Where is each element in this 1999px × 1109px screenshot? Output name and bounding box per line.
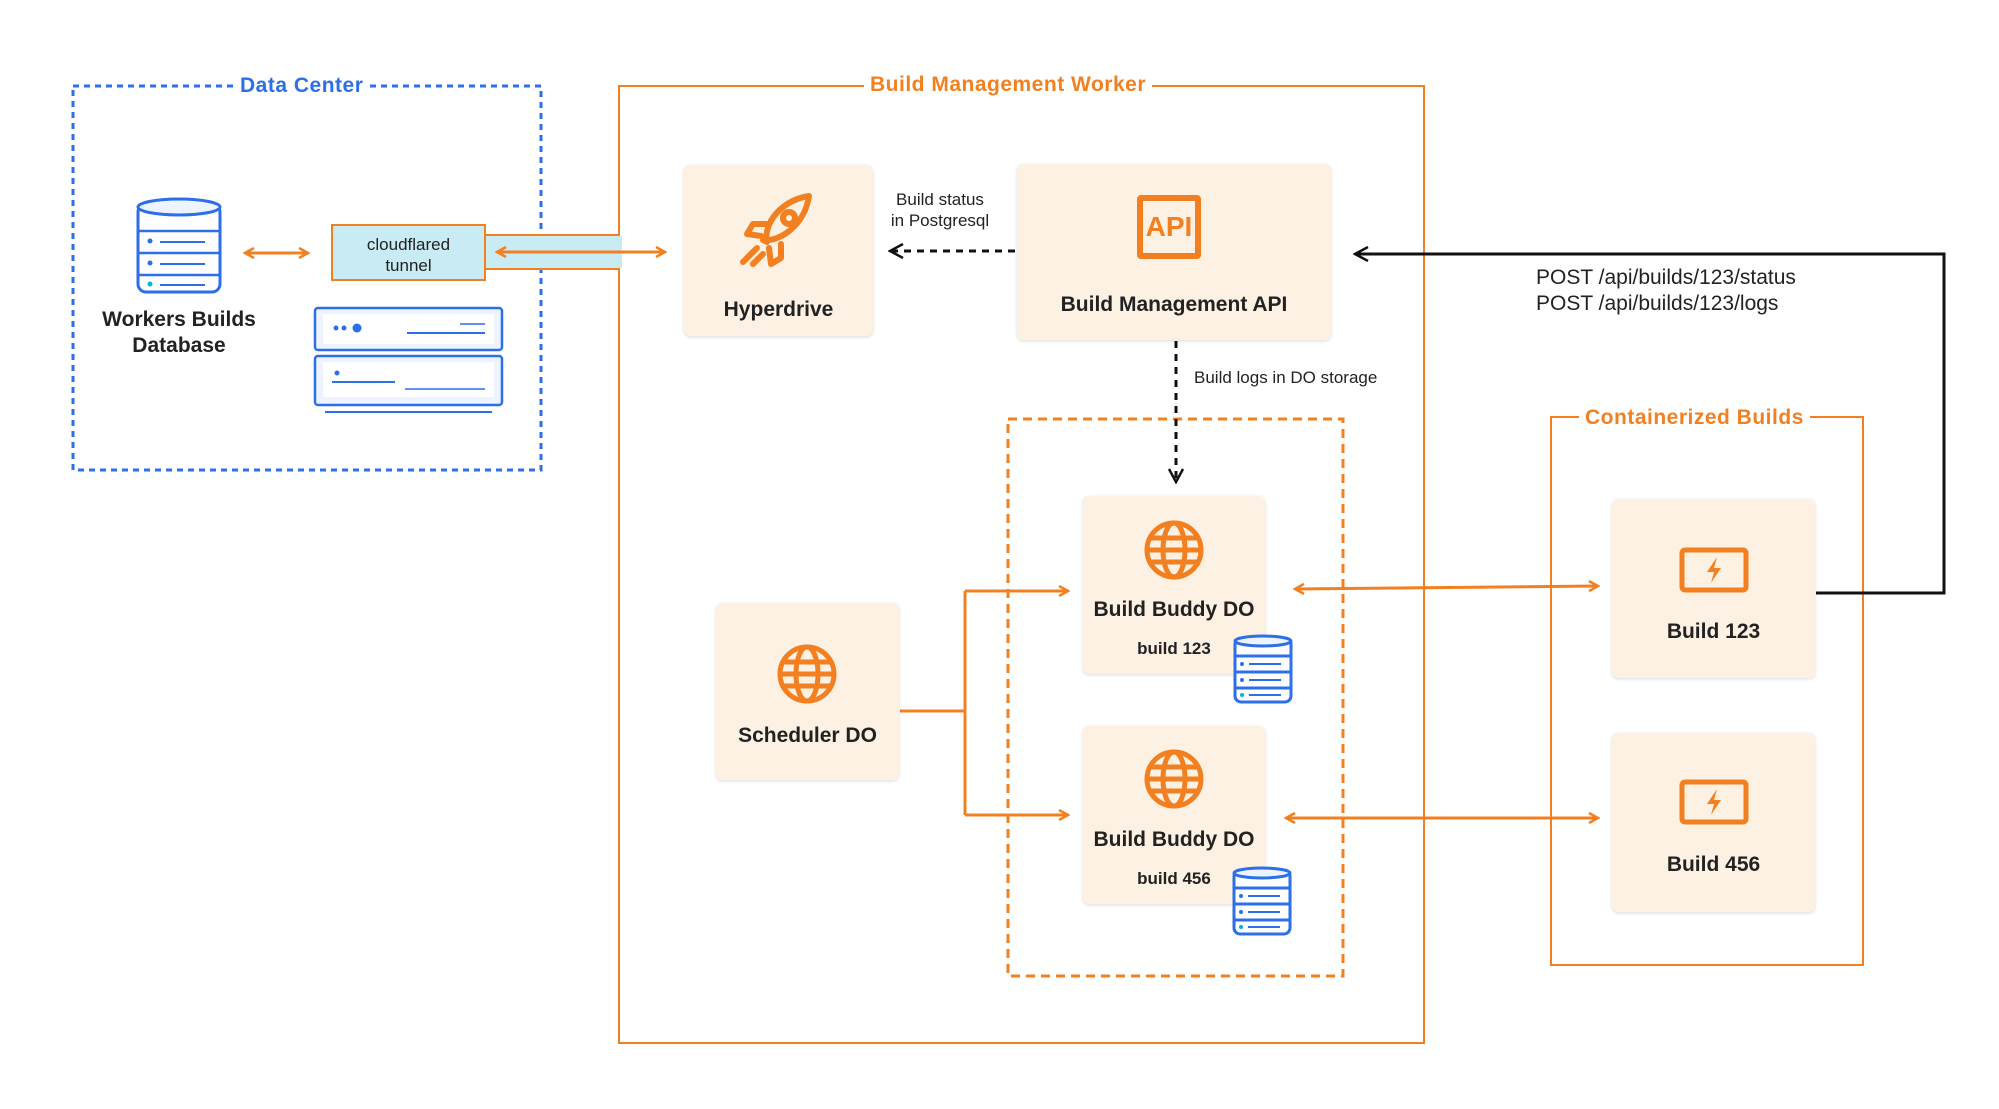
build-management-api-node: API Build Management API <box>1017 164 1331 340</box>
post-status-endpoint: POST /api/builds/123/status <box>1536 266 1796 289</box>
build-456-node: Build 456 <box>1612 733 1815 912</box>
database-label: Workers Builds Database <box>86 307 272 359</box>
post-logs-endpoint: POST /api/builds/123/logs <box>1536 292 1779 315</box>
build-buddy-do-456-label: Build Buddy DO <box>1093 828 1255 851</box>
build-management-api-label: Build Management API <box>1060 293 1288 316</box>
tunnel-label-line2: tunnel <box>385 256 432 275</box>
do-storage-database-icon <box>1233 634 1293 704</box>
rocket-icon <box>740 193 812 267</box>
globe-icon <box>1144 520 1204 580</box>
post-endpoints-label: POST /api/builds/123/status POST /api/bu… <box>1536 265 1796 317</box>
build-456-label: Build 456 <box>1666 853 1761 876</box>
scheduler-fanout-arrows <box>900 591 1068 815</box>
build-api-callback-arrow <box>1355 254 1946 595</box>
scheduler-do-label: Scheduler DO <box>738 724 877 747</box>
hyperdrive-label: Hyperdrive <box>723 298 834 321</box>
build-buddy-do-456-sub: build 456 <box>1137 869 1211 888</box>
group-label-containerized-builds: Containerized Builds <box>1579 406 1810 430</box>
database-label-line2: Database <box>132 334 226 357</box>
server-rack-icon <box>313 306 504 413</box>
database-icon <box>136 197 222 294</box>
cloudflared-tunnel: cloudflared tunnel <box>331 224 486 281</box>
do-storage-database-icon <box>1232 866 1292 936</box>
build-status-line1: Build status <box>896 190 984 209</box>
api-icon-text: API <box>1145 211 1193 242</box>
api-icon: API <box>1137 195 1201 259</box>
build-status-edge-label: Build status in Postgresql <box>870 189 1010 231</box>
globe-icon <box>1144 749 1204 809</box>
build-status-line2: in Postgresql <box>890 211 990 230</box>
container-bolt-icon <box>1679 547 1749 593</box>
build-123-node: Build 123 <box>1612 499 1815 678</box>
container-bolt-icon <box>1679 779 1749 825</box>
group-label-build-management-worker: Build Management Worker <box>864 73 1152 97</box>
database-label-line1: Workers Builds <box>102 308 256 331</box>
build-123-label: Build 123 <box>1666 620 1761 643</box>
buddy123-build123-arrow <box>1295 586 1598 589</box>
build-buddy-do-123-sub: build 123 <box>1137 639 1211 658</box>
scheduler-do-node: Scheduler DO <box>716 603 899 780</box>
build-logs-edge-label: Build logs in DO storage <box>1194 368 1378 387</box>
tunnel-label-line1: cloudflared <box>366 235 451 254</box>
group-label-data-center: Data Center <box>234 74 370 98</box>
hyperdrive-node: Hyperdrive <box>684 165 873 336</box>
build-buddy-do-123-label: Build Buddy DO <box>1093 598 1255 621</box>
globe-icon <box>777 644 837 704</box>
